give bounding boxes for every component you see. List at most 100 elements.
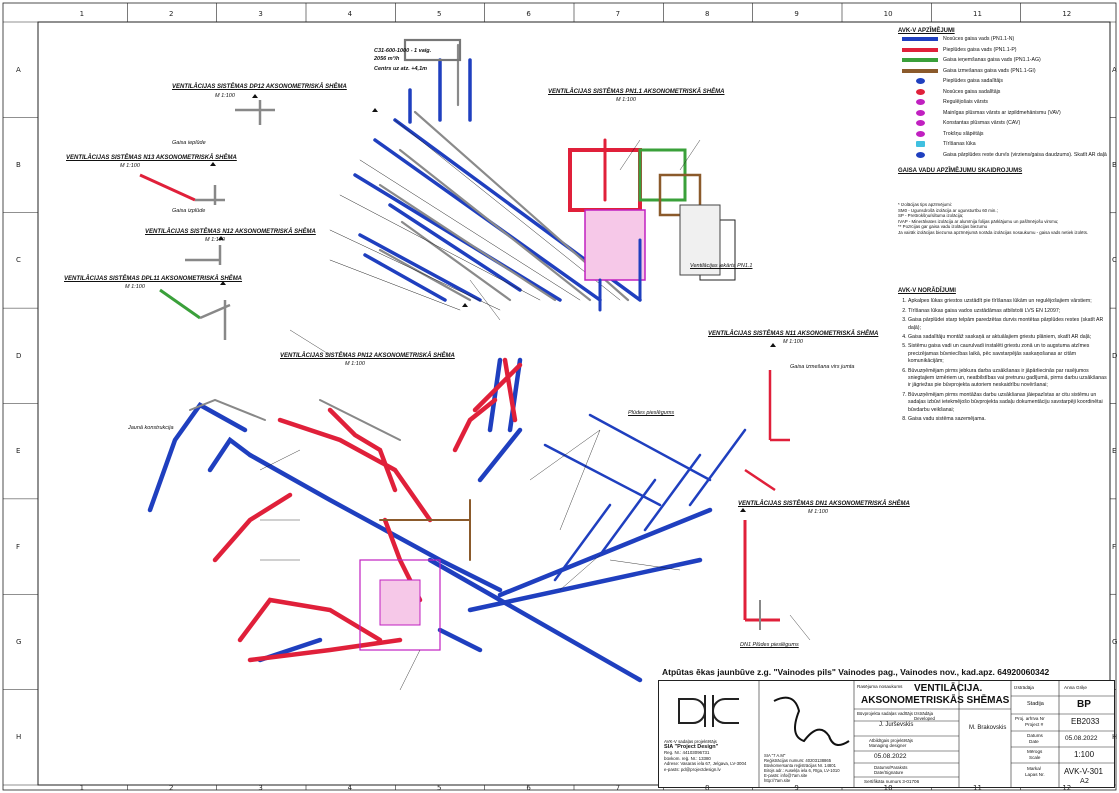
- grid-col-label: 7: [615, 784, 621, 792]
- legend-label: Gaisa izmešanas gaisa vads (PN1.1-GI): [943, 67, 1036, 74]
- grid-col-label: 3: [258, 10, 263, 18]
- n12-system: [185, 245, 222, 265]
- drawing-name-1: VENTILĀCIJA.: [914, 683, 983, 694]
- annotation-label-d: Jaunā konstrukcija: [128, 425, 174, 431]
- legend-list: Nosūces gaisa vads (PN1.1-N) Pieplūdes ga…: [898, 34, 1107, 160]
- grid-col-label: 1: [79, 10, 85, 18]
- grid-col-label: 6: [526, 784, 531, 792]
- grid-row-label: F: [16, 542, 21, 551]
- duct-line-swatch: [902, 47, 938, 52]
- legend-item: Mainīgas plūsmas vārsts ar izpildmehānis…: [898, 108, 1098, 119]
- grid-row-label: H: [16, 733, 22, 742]
- notes-block: AVK-V NORĀDĪJUMI Apkalpes lūkas griestos…: [898, 288, 1108, 426]
- grid-col-label: 8: [705, 784, 710, 792]
- grid-row-label: E: [1112, 447, 1117, 456]
- insulation-line: ** Pozīcijas gar gaisa vadu izolācijas b…: [898, 224, 988, 230]
- legend-item: Gaisa ieņemšanas gaisa vads (PN1.1-AG): [898, 55, 1098, 66]
- duct-line-swatch: [902, 58, 938, 62]
- drawing-name-2: AKSONOMETRISKĀS SHĒMAS: [861, 695, 1010, 706]
- legend-label: Regulējošais vārsts: [943, 99, 988, 105]
- grid-row-label: G: [1112, 637, 1118, 646]
- grid-row-label: E: [16, 447, 21, 456]
- legend-item: Pieplūdes gaisa sadalītājs: [898, 76, 1098, 87]
- drawing-name-label: Rasējuma nosaukums: [857, 684, 903, 689]
- diagram-title-dn1: VENTILĀCIJAS SISTĒMAS DN1 AKSONOMETRISKĀ…: [738, 501, 910, 507]
- scale-value: 1:100: [1074, 750, 1095, 759]
- legend-label: Konstantas plūsmas vārsts (CAV): [943, 120, 1021, 126]
- note-item: Gaisa sadalītāju montāž saskaņā ar aktuā…: [908, 334, 1108, 341]
- diagram-scale-dn1: M 1:100: [808, 509, 828, 515]
- insulation-line: SP - Prettrokšņu/siltuma izolācija;: [898, 213, 964, 219]
- sheet-value: AVK-V-301: [1064, 767, 1103, 776]
- annotation-label-a: Gaisa ieplūde: [172, 140, 206, 146]
- grid-col-label: 8: [705, 10, 710, 18]
- grid-row-label: D: [16, 351, 22, 360]
- section-manager-label: Būvprojekta sadaļas vadītājs: [857, 711, 913, 716]
- legend-item: Trokšņu slāpētājs: [898, 129, 1098, 140]
- grid-row-label: B: [1112, 161, 1117, 170]
- annotation-supply-header: C31-600-1000 - 1 vaig.: [374, 48, 432, 54]
- grid-row-label: C: [16, 256, 21, 265]
- grid-row-label: B: [16, 161, 21, 170]
- n11-system: [744, 370, 790, 492]
- legend-label: Tīrīšanas lūka: [943, 141, 976, 147]
- dp12-system: [235, 100, 275, 125]
- date-label: Datums: [1027, 733, 1043, 738]
- signature-label: Datums/Paraksts: [874, 765, 908, 770]
- signature-sub: Date/Signature: [874, 770, 904, 775]
- grid-row-label: A: [16, 65, 21, 74]
- stage-label: Stadija: [1027, 701, 1044, 707]
- legend-label: Gaisa pārplūdes reste durvīs (virziens/g…: [943, 151, 1107, 158]
- diagram-title-dp12: VENTILĀCIJAS SISTĒMAS DP12 AKSONOMETRISK…: [172, 84, 347, 90]
- diagram-title-pn12: VENTILĀCIJAS SISTĒMAS PN12 AKSONOMETRISK…: [280, 353, 455, 359]
- annotation-label-e: Plūdes pieslēgums: [628, 410, 675, 416]
- grid-col-label: 1: [79, 784, 85, 792]
- grid-col-label: 2: [169, 784, 174, 792]
- note-item: Tīrīšanas lūkas gaisa vados uzstādāmas a…: [908, 308, 1108, 315]
- grid-col-label: 4: [347, 784, 353, 792]
- grid-col-label: 12: [1062, 784, 1072, 792]
- fitting-symbol-icon: [916, 141, 925, 147]
- grid-row-label: F: [1112, 542, 1117, 551]
- note-item: Gaisa vadu sistēma sazemējama.: [908, 416, 1108, 423]
- pm-label: Atbildīgais projektētājs: [869, 738, 913, 743]
- proj-value: EB2033: [1071, 717, 1100, 726]
- insulation-line: IVAP - Minerālvates izolācija ar alumīni…: [898, 218, 1059, 224]
- grid-row-label: G: [16, 637, 22, 646]
- sheet-size-label: A2: [1080, 777, 1090, 785]
- grid-col-label: 10: [883, 10, 893, 18]
- grid-col-label: 12: [1062, 10, 1072, 18]
- diagram-title-pn11: VENTILĀCIJAS SISTĒMAS PN1.1 AKSONOMETRIS…: [548, 89, 725, 95]
- diagram-scale-dpl11: M 1:100: [125, 284, 145, 290]
- author-label: Izstrādāja: [1014, 685, 1034, 690]
- legend-label: Pieplūdes gaisa vads (PN1.1-P): [943, 46, 1017, 53]
- grid-col-label: 11: [973, 784, 982, 792]
- annotation-center: Centrs uz atz. +4,1m: [374, 66, 428, 72]
- scale-sub: Scale: [1029, 755, 1041, 760]
- author-value: Anna Griķe: [1064, 685, 1087, 690]
- company-info: AVK-V sadaļas projektētājs SIA "Project …: [664, 739, 747, 772]
- sheet-sub: Lapas Nr.: [1025, 772, 1045, 777]
- scale-label: Mērogs: [1027, 749, 1043, 754]
- fitting-symbol-icon: [916, 88, 925, 95]
- stage-value: BP: [1077, 699, 1091, 710]
- diagram-scale-n12: M 1:100: [205, 237, 225, 243]
- title-block-lines: [678, 681, 1114, 787]
- diagram-title-dpl11: VENTILĀCIJAS SISTĒMAS DPL11 AKSONOMETRIS…: [64, 276, 243, 282]
- grid-col-label: 9: [794, 784, 799, 792]
- note-item: Būvuzņēmējam pirms jebkura darba uzsākša…: [908, 368, 1108, 390]
- legend-label: Nosūces gaisa vads (PN1.1-N): [943, 36, 1015, 42]
- diagram-scale-pn11: M 1:100: [616, 97, 636, 103]
- developed-label: Izstrādāja: [914, 711, 934, 716]
- note-item: Būvuzņēmējam pirms montāžas darbu uzsākš…: [908, 392, 1108, 414]
- annotation-supply-flow: 2056 m³/h: [374, 56, 400, 62]
- pn11-system: [329, 38, 736, 312]
- grid-col-label: 6: [526, 10, 531, 18]
- fitting-symbol-icon: [916, 120, 925, 126]
- insulation-line: * Izolācijas tips apzīmējumi:: [898, 202, 952, 207]
- grid-col-label: 9: [794, 10, 799, 18]
- legend: AVK-V APZĪMĒJUMI Nosūces gaisa vads (PN1…: [898, 28, 1107, 236]
- legend-item: Tīrīšanas lūka: [898, 139, 1098, 150]
- fitting-symbol-icon: [916, 78, 925, 84]
